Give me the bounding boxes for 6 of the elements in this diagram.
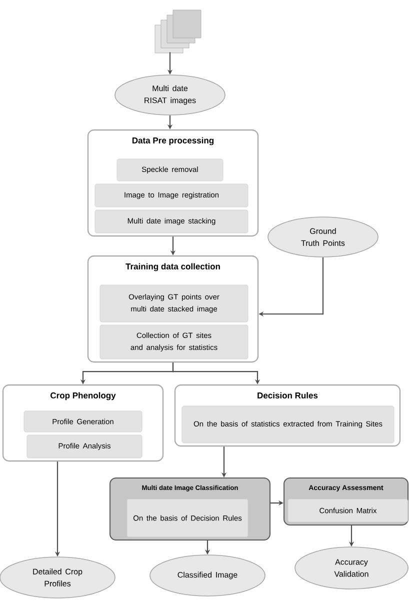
ellipse-node: Accuracy Validation [294,546,408,590]
ellipse-node: Ground Truth Points [268,216,378,258]
document-stack-icon [154,10,202,54]
ellipse-node: Detailed Crop Profiles [0,556,116,598]
ellipse-node: Multi date RISAT images [114,74,226,116]
ellipse-node: Classified Image [150,554,266,596]
